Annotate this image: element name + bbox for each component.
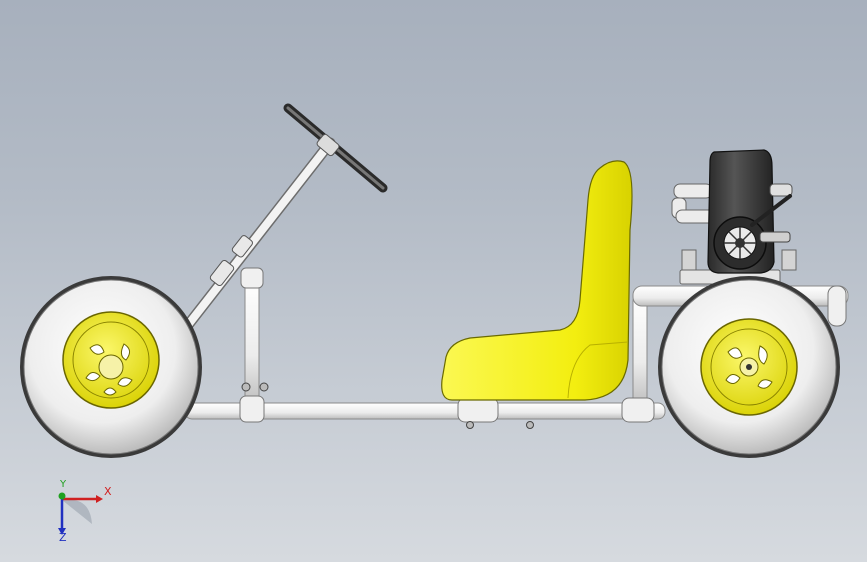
rear-wheel[interactable]	[658, 276, 840, 458]
coordinate-triad	[58, 492, 103, 535]
steering-column-bracket	[209, 259, 235, 287]
frame-joint-rear	[621, 397, 655, 423]
x-axis-label: X	[104, 485, 112, 498]
steering-assembly[interactable]	[182, 103, 388, 331]
rear-bumper-tube	[827, 285, 847, 327]
y-axis-dot	[58, 492, 66, 500]
bolt	[259, 382, 269, 392]
steering-hub	[316, 133, 340, 157]
carburetor	[769, 183, 793, 197]
frame-joint-front	[239, 395, 265, 423]
bolt	[241, 382, 251, 392]
y-axis-label: Y	[60, 479, 67, 490]
frame-joint-seat	[457, 397, 499, 423]
z-axis-label: Z	[59, 531, 67, 544]
front-wheel[interactable]	[20, 276, 202, 458]
exhaust-pipe	[673, 183, 713, 199]
seat[interactable]	[441, 160, 633, 401]
bolt	[466, 421, 474, 429]
bolt	[526, 421, 534, 429]
steering-column-clamp	[231, 235, 253, 258]
throttle-lever	[750, 194, 792, 227]
rear-upright-tube	[632, 294, 648, 408]
upright-top-joint	[240, 267, 264, 289]
engine[interactable]	[671, 149, 797, 285]
triad-plane	[62, 499, 92, 524]
